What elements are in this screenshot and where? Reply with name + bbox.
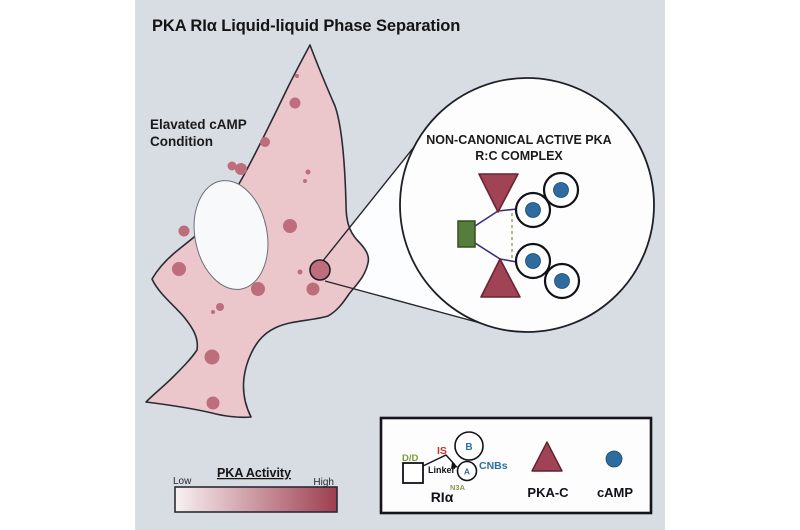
- dd-domain-square: [457, 220, 476, 248]
- camp-dot: [525, 253, 541, 269]
- linker-lines: [474, 208, 518, 263]
- activity-gradient-bar: [174, 486, 338, 513]
- cnbs-label: CNBs: [479, 460, 508, 472]
- inset-title-line2: R:C COMPLEX: [475, 149, 563, 163]
- condensate: [172, 262, 186, 276]
- condensate: [305, 169, 311, 175]
- legend-box-frame: [379, 416, 653, 515]
- pkac-legend-triangle: [531, 441, 563, 472]
- cnb-b-label: B: [465, 442, 472, 453]
- condensate: [283, 219, 297, 233]
- linker-line: [499, 258, 518, 263]
- camp-legend-dot: [605, 450, 623, 468]
- activity-scale: PKA Activity Low High: [173, 466, 338, 513]
- dd-label: D/D: [402, 453, 419, 464]
- legend-pkac-item: PKA-C: [527, 441, 569, 500]
- cnb-b-circle: [454, 431, 484, 461]
- condition-label-line2: Condition: [150, 134, 213, 149]
- rc-complex: [457, 171, 581, 300]
- condensate: [206, 396, 220, 410]
- activity-scale-high-label: High: [313, 477, 334, 488]
- condensate: [297, 269, 303, 275]
- is-label: IS: [437, 445, 447, 457]
- linker-line: [497, 208, 518, 212]
- n3a-label: N3A: [450, 483, 466, 492]
- linker-line: [474, 242, 501, 260]
- cnb-a-circle: [456, 460, 478, 482]
- condensate: [303, 179, 307, 183]
- inset-title-line1: NON-CANONICAL ACTIVE PKA: [426, 133, 611, 147]
- condensate: [260, 137, 270, 147]
- camp-dot: [553, 182, 569, 198]
- linker-zigzag: [422, 454, 456, 467]
- cell-nucleus: [193, 180, 269, 290]
- legend-ria-schematic: D/D IS Linker B A CNBs N3A RIα: [402, 431, 508, 505]
- camp-dot: [525, 202, 541, 218]
- camp-label: cAMP: [597, 485, 633, 500]
- highlighted-condensate: [309, 259, 331, 281]
- condensate: [251, 282, 265, 296]
- condensate: [216, 303, 224, 311]
- condensate: [227, 161, 237, 171]
- condensate: [306, 282, 320, 296]
- linker-line: [474, 210, 499, 227]
- activity-scale-low-label: Low: [173, 476, 192, 487]
- legend-box: D/D IS Linker B A CNBs N3A RIα PKA-C cAM…: [379, 416, 653, 515]
- figure-title: PKA RIα Liquid-liquid Phase Separation: [152, 17, 460, 35]
- condensate: [211, 310, 215, 314]
- legend-camp-item: cAMP: [597, 450, 633, 500]
- linker-arrowhead: [451, 462, 458, 469]
- condensate: [235, 163, 247, 175]
- dd-square: [402, 462, 424, 484]
- camp-dots: [525, 182, 570, 289]
- magnifier-line-bottom: [324, 280, 485, 325]
- cnb-a-label: A: [464, 467, 470, 477]
- linker-label: Linker: [428, 465, 456, 475]
- pkac-triangle-bottom: [480, 258, 521, 298]
- activity-scale-title: PKA Activity: [217, 466, 291, 480]
- condensate: [295, 74, 299, 78]
- camp-dot: [554, 273, 570, 289]
- pkac-triangle-top: [478, 173, 519, 213]
- condensate: [178, 225, 190, 237]
- condition-label-line1: Elavated cAMP: [150, 117, 247, 132]
- condensate: [204, 349, 220, 365]
- ria-label: RIα: [431, 489, 454, 505]
- condensate-dots: [172, 74, 320, 410]
- condensate: [289, 97, 301, 109]
- pkac-label: PKA-C: [527, 485, 569, 500]
